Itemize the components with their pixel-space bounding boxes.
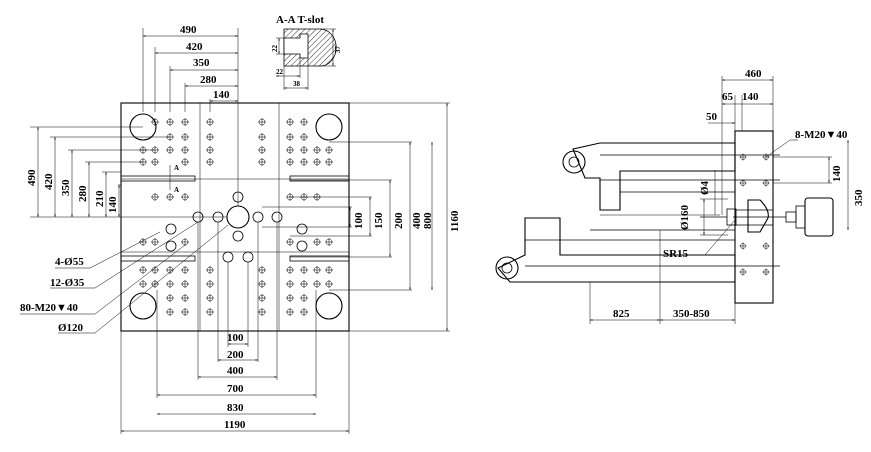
- lower-pivot: [495, 256, 519, 280]
- dim-bottom-830: 830: [227, 402, 244, 414]
- dim-right-200: 200: [393, 212, 405, 229]
- tie-bar-hole-tr: [315, 113, 343, 141]
- dim-left-420: 420: [43, 173, 55, 190]
- dim-left-350: 350: [60, 179, 72, 196]
- platen-view: A A 490 420 350 280 140: [20, 24, 461, 434]
- upper-pivot: [562, 150, 586, 174]
- dim-top-350: 350: [193, 57, 210, 69]
- side-right-dims: 8-M20▼40 140 350: [765, 129, 865, 230]
- dim-bottom-200: 200: [227, 349, 244, 361]
- callout-d120: Ø120: [58, 322, 84, 334]
- side-tapped-holes: [739, 153, 770, 276]
- t-slot-section: A-A T-slot 22 37 22 38: [271, 14, 342, 90]
- callout-4-d55: 4-Ø55: [55, 256, 84, 268]
- dim-left-490: 490: [26, 169, 38, 186]
- section-dim-37: 37: [334, 46, 342, 54]
- section-dim-22b: 22: [276, 68, 284, 76]
- side-bottom-dims: 825 350-850: [589, 230, 736, 324]
- dim-top-420: 420: [186, 41, 203, 53]
- platen-bottom-dims: 100 200 400 700 830 1190: [120, 222, 350, 434]
- dim-side-460: 460: [745, 68, 762, 80]
- side-top-dims: 460 65 140 50: [706, 68, 774, 215]
- dim-right-800: 800: [422, 212, 434, 229]
- callout-side-8-m20: 8-M20▼40: [795, 129, 848, 141]
- section-marker-a2: A: [174, 186, 179, 194]
- center-hole: [226, 205, 250, 229]
- dim-top-280: 280: [200, 74, 217, 86]
- upper-toggle-arm: [572, 142, 736, 211]
- dim-right-100: 100: [353, 212, 365, 229]
- dim-side-140: 140: [742, 91, 759, 103]
- dim-left-280: 280: [77, 185, 89, 202]
- t-slot-void: [283, 33, 309, 59]
- section-title: A-A T-slot: [276, 14, 324, 26]
- dim-side-d160: Ø160: [679, 204, 691, 230]
- dim-side-825: 825: [613, 308, 630, 320]
- tie-bar-hole-br: [315, 292, 343, 320]
- t-slot-right-lower: [289, 255, 350, 262]
- callout-12-d35: 12-Ø35: [50, 277, 85, 289]
- dim-right-150: 150: [373, 212, 385, 229]
- dim-side-50: 50: [706, 111, 718, 123]
- dim-side-350-850: 350-850: [673, 308, 710, 320]
- t-slot-right-upper: [289, 175, 350, 182]
- dim-right-1160: 1160: [449, 210, 461, 232]
- dim-bottom-100: 100: [227, 332, 244, 344]
- section-marker-a1: A: [174, 164, 179, 172]
- dim-left-210: 210: [94, 190, 106, 207]
- side-left-dims: Ø160 Ø4 SR15: [663, 170, 736, 260]
- dim-top-140: 140: [213, 89, 230, 101]
- dim-bottom-700: 700: [227, 383, 244, 395]
- platen-top-dims: 490 420 350 280 140: [142, 24, 239, 206]
- nozzle-housing: [747, 199, 769, 233]
- dim-side-d4: Ø4: [699, 180, 711, 195]
- section-dim-22a: 22: [271, 45, 279, 53]
- side-view: 460 65 140 50 8-M20▼40 140 350 Ø160 Ø4: [495, 68, 865, 324]
- platen-right-dims: 100 150 200 400 800 1160: [262, 102, 461, 332]
- t-slot-left-upper: [120, 175, 196, 182]
- injection-unit: [804, 197, 834, 237]
- section-dim-38: 38: [293, 80, 301, 88]
- dim-side-65: 65: [722, 91, 734, 103]
- callout-80-m20: 80-M20▼40: [20, 302, 78, 314]
- dim-top-490: 490: [180, 24, 197, 36]
- dim-left-140: 140: [107, 196, 119, 213]
- platen-callouts: 4-Ø55 12-Ø35 80-M20▼40 Ø120: [20, 221, 229, 334]
- dim-bottom-400: 400: [227, 365, 244, 377]
- dim-side-140-right: 140: [831, 165, 843, 182]
- t-slot-left-lower: [120, 255, 196, 262]
- platen-left-dims: 490 420 350 280 210 140: [26, 126, 227, 218]
- dim-right-400: 400: [411, 212, 423, 229]
- lower-toggle-arm: [497, 217, 736, 283]
- dim-side-350-right: 350: [853, 189, 865, 206]
- tie-bar-hole-bl: [129, 292, 157, 320]
- dim-bottom-1190: 1190: [224, 419, 246, 431]
- dim-side-sr15: SR15: [663, 248, 689, 260]
